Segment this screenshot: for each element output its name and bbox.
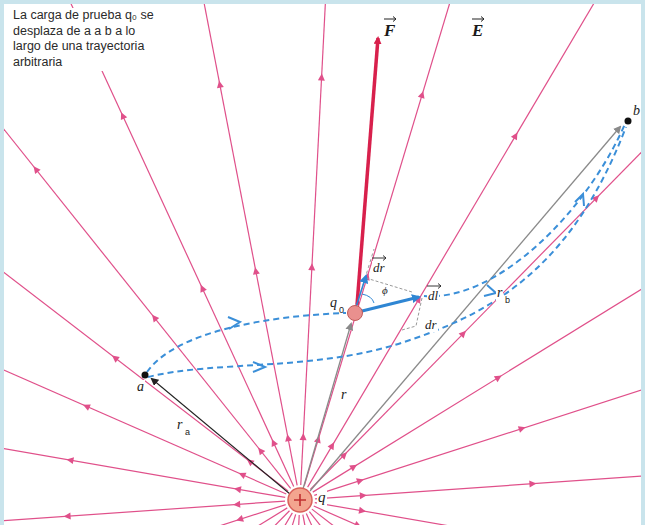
field-arrowhead — [494, 375, 502, 382]
vector-label: F — [383, 22, 396, 40]
field-line — [308, 4, 641, 487]
charge-label: q — [317, 490, 327, 506]
path-dashed — [424, 124, 625, 296]
field-arrowhead — [511, 133, 518, 141]
field-line — [4, 4, 291, 488]
field-line — [301, 4, 341, 485]
field-arrowhead — [112, 356, 120, 363]
point-label: a — [136, 380, 145, 395]
field-arrowhead — [217, 81, 224, 89]
field-arrowhead — [247, 459, 255, 466]
subscript: b — [504, 296, 511, 305]
phi-arc — [362, 294, 374, 303]
test-charge — [348, 306, 363, 321]
field-line — [259, 515, 299, 525]
field-arrowhead — [234, 486, 241, 493]
point-a — [142, 372, 149, 379]
ra-vector — [152, 379, 290, 494]
field-line — [314, 506, 641, 525]
caption-note: La carga de prueba q₀ se desplaza de a a… — [12, 8, 162, 71]
field-arrowhead — [356, 478, 364, 485]
distance-label: r — [340, 388, 347, 403]
field-arrowhead — [418, 91, 425, 99]
r-vector — [303, 324, 351, 489]
path-dashed — [147, 313, 346, 372]
field-arrowhead — [66, 457, 73, 464]
field-arrowhead — [236, 515, 244, 522]
field-arrowhead — [152, 315, 159, 323]
path-arrowhead — [228, 317, 240, 329]
field-line — [4, 511, 289, 525]
path-arrowhead — [484, 285, 496, 296]
path-arrowhead — [253, 362, 265, 372]
field-arrowhead — [121, 112, 127, 120]
plus-sign — [294, 494, 306, 506]
field-line — [315, 503, 641, 525]
vector-arrow — [372, 256, 386, 261]
field-line — [4, 513, 292, 525]
field-arrowhead — [300, 433, 307, 440]
field-line — [4, 508, 287, 525]
vector-arrow — [427, 284, 441, 289]
field-arrowhead — [359, 507, 366, 514]
charge-label: q — [329, 296, 338, 311]
distance-label: r — [496, 286, 503, 301]
field-arrowhead — [308, 263, 315, 270]
field-line — [315, 444, 641, 499]
rb-vector — [310, 127, 620, 491]
subscript: a — [184, 428, 191, 437]
field-arrowhead — [253, 267, 260, 275]
point-b — [625, 118, 632, 125]
field-arrowhead — [318, 74, 325, 81]
field-line — [311, 4, 641, 489]
vector-label: dr — [372, 261, 386, 275]
field-line — [304, 4, 530, 486]
field-arrowhead — [239, 473, 247, 479]
field-arrowhead — [233, 501, 240, 508]
field-line — [69, 514, 295, 525]
subscript: 0 — [338, 306, 345, 315]
field-arrowhead — [328, 442, 335, 450]
field-arrowhead — [349, 465, 357, 472]
field-line — [4, 505, 286, 525]
field-line — [309, 512, 641, 525]
field-lines — [4, 4, 641, 525]
path-arrowhead — [575, 194, 584, 206]
field-line — [148, 4, 297, 485]
field-arrowhead — [64, 513, 71, 520]
field-line — [4, 4, 294, 486]
field-arrowhead — [459, 331, 466, 338]
field-arrowhead — [285, 434, 292, 442]
field-arrowhead — [200, 285, 206, 293]
path-dashed — [148, 127, 626, 377]
vector-label: dl — [427, 289, 439, 303]
field-arrowhead — [360, 492, 367, 499]
field-arrowhead — [83, 404, 91, 410]
field-arrowhead — [518, 426, 526, 433]
field-arrowhead — [258, 448, 265, 456]
field-line — [4, 363, 285, 497]
point-label: b — [632, 104, 641, 119]
dl-vector — [358, 297, 419, 312]
field-arrowhead — [354, 521, 362, 525]
distance-label: r — [176, 418, 183, 433]
field-arrowhead — [272, 439, 278, 447]
field-line — [4, 13, 288, 491]
field-arrowhead — [529, 480, 536, 487]
background-panel — [4, 4, 641, 525]
field-line — [4, 501, 285, 525]
field-arrowhead — [34, 166, 41, 174]
dimension-label: dr — [424, 318, 438, 332]
vector-label: E — [471, 22, 484, 40]
dr-vector — [356, 276, 366, 307]
angle-label: ϕ — [381, 285, 389, 297]
source-charge — [288, 488, 312, 512]
vector-arrow — [384, 17, 396, 22]
field-line — [4, 179, 286, 494]
field-line — [306, 514, 635, 525]
vector-arrow — [472, 17, 484, 22]
